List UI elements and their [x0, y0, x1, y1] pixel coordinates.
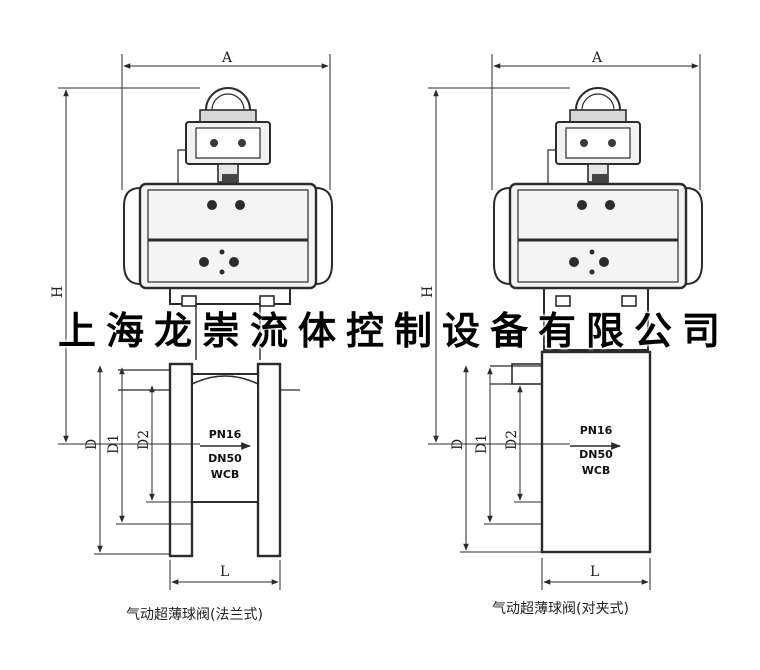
- company-watermark: 上海龙崇流体控制设备有限公司: [58, 308, 731, 353]
- right-caption: 气动超薄球阀(对夹式): [492, 601, 629, 617]
- right-limit-switch: [547, 87, 641, 187]
- left-valve-drawing: [58, 54, 333, 590]
- left-dim-d2-label: D2: [136, 430, 152, 450]
- right-valve-body: [490, 350, 652, 554]
- right-dim-a-label: A: [591, 50, 603, 66]
- left-plate-material: WCB: [211, 468, 240, 481]
- right-dim-d1-label: D1: [474, 434, 490, 454]
- right-dim-l-label: L: [590, 564, 599, 580]
- right-dim-d2-label: D2: [504, 430, 520, 450]
- left-bracket: [169, 288, 291, 360]
- right-plate-pressure: PN16: [580, 424, 613, 437]
- right-bracket: [543, 288, 649, 351]
- left-dim-d1-label: D1: [106, 434, 122, 454]
- left-dim-l-label: L: [220, 564, 229, 580]
- right-dim-h-label: H: [420, 286, 436, 298]
- left-plate-size: DN50: [208, 452, 242, 465]
- left-plate-pressure: PN16: [209, 428, 242, 441]
- right-valve-drawing: [428, 54, 703, 590]
- right-plate-material: WCB: [582, 464, 611, 477]
- left-dim-d-label: D: [84, 439, 100, 450]
- left-limit-switch: [177, 87, 271, 187]
- left-dimensions: [58, 54, 331, 590]
- left-actuator: [123, 174, 333, 290]
- left-dim-a-label: A: [221, 50, 233, 66]
- left-valve-body: [118, 362, 300, 558]
- right-dim-d-label: D: [450, 439, 466, 450]
- left-caption: 气动超薄球阀(法兰式): [126, 607, 263, 623]
- right-actuator: [493, 174, 703, 290]
- right-dimensions: [428, 54, 701, 590]
- left-dim-h-label: H: [50, 286, 66, 298]
- right-plate-size: DN50: [579, 448, 613, 461]
